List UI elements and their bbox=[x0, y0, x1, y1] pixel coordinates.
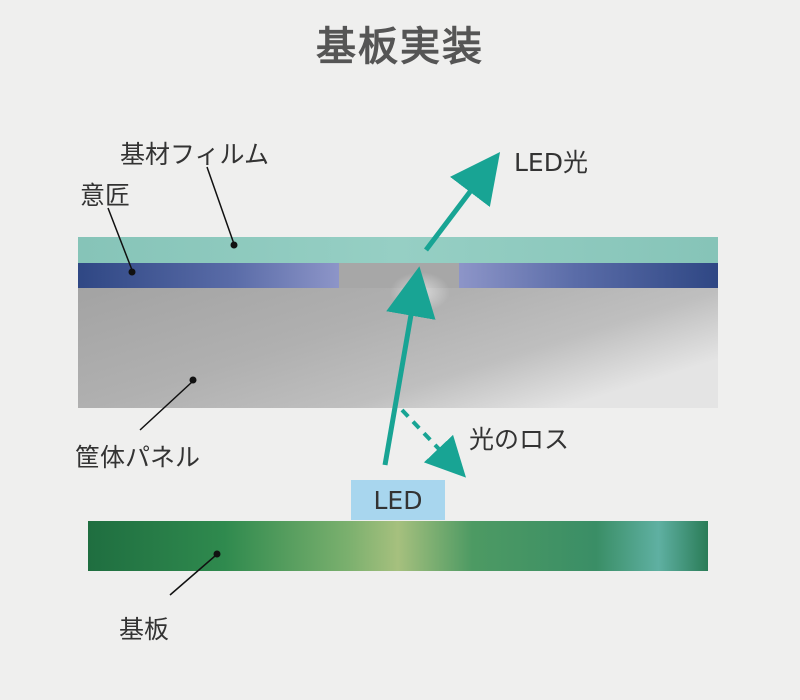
led-light-arrow-lower bbox=[382, 266, 436, 466]
film-label: 基材フィルム bbox=[120, 140, 270, 169]
design-label: 意匠 bbox=[80, 181, 131, 210]
leader-substrate bbox=[169, 555, 216, 596]
leader-film bbox=[206, 166, 235, 245]
led-chip-label: LED bbox=[373, 485, 423, 515]
leader-design bbox=[107, 207, 133, 271]
dot-substrate bbox=[213, 550, 221, 558]
light-loss-label: 光のロス bbox=[469, 425, 570, 454]
panel-label: 筐体パネル bbox=[75, 443, 201, 472]
diagram-title: 基板実装 bbox=[316, 24, 484, 70]
film-layer bbox=[78, 237, 718, 263]
substrate-layer bbox=[88, 521, 708, 571]
design-layer-left bbox=[78, 263, 339, 288]
led-light-arrow-upper bbox=[424, 152, 501, 252]
dot-design bbox=[128, 268, 136, 276]
substrate-label: 基板 bbox=[119, 615, 170, 644]
design-layer-right bbox=[459, 263, 718, 288]
dot-panel bbox=[189, 376, 197, 384]
led-light-label: LED光 bbox=[514, 148, 588, 177]
light-glow bbox=[390, 272, 450, 312]
dot-film bbox=[230, 241, 238, 249]
led-chip: LED bbox=[351, 480, 445, 520]
leader-panel bbox=[139, 381, 193, 431]
light-loss-arrow bbox=[400, 408, 466, 478]
